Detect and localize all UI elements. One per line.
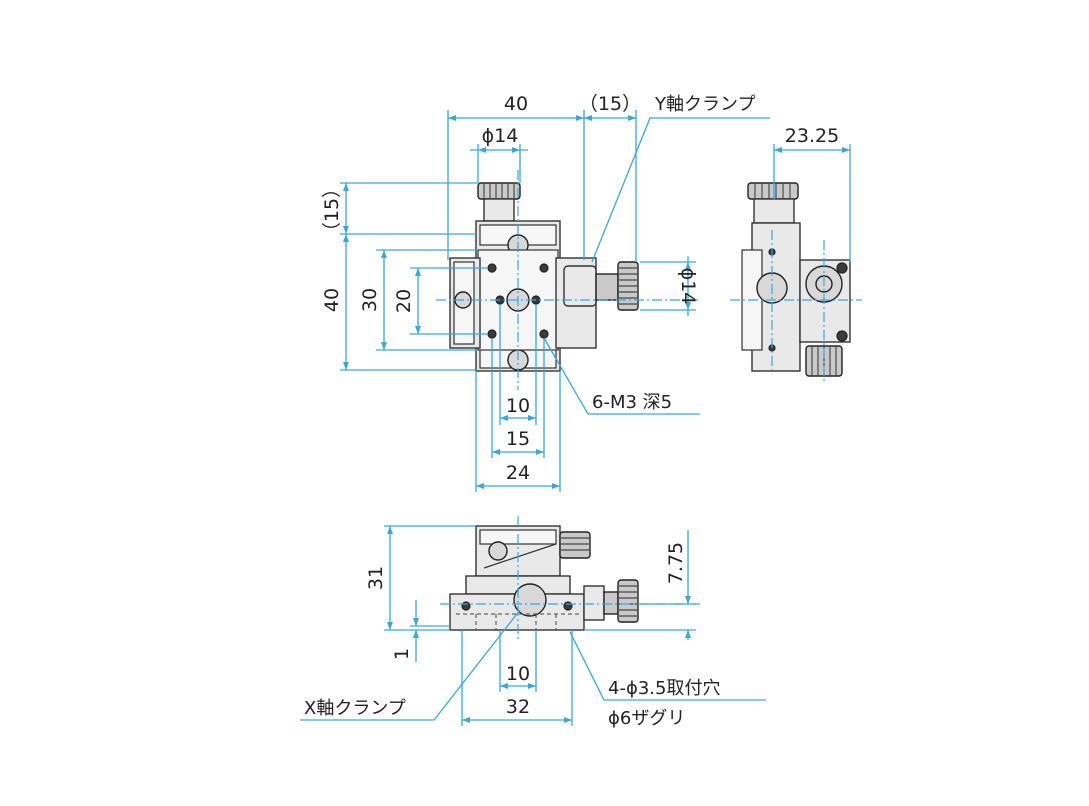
dim-23-25: 23.25 — [785, 125, 839, 147]
dim-40-left: 40 — [321, 288, 343, 312]
dim-32: 32 — [506, 696, 530, 718]
dim-31: 31 — [365, 566, 387, 590]
dim-1: 1 — [391, 648, 413, 660]
dim-15-top-view: 15 — [506, 428, 530, 450]
dim-24-top-view: 24 — [506, 462, 530, 484]
dim-15-paren-top: （15） — [579, 93, 641, 115]
dim-phi14-right: ϕ14 — [677, 268, 699, 305]
side-view: 23.25 — [730, 125, 862, 384]
dim-10-front: 10 — [506, 663, 530, 685]
dim-15-paren-left: （15） — [321, 179, 343, 241]
top-knob — [477, 182, 521, 222]
dim-30-left: 30 — [359, 288, 381, 312]
front-view: 31 1 7.75 10 32 X軸クランプ 4- — [300, 516, 766, 729]
label-y-clamp: Y軸クランプ — [654, 94, 755, 115]
label-6-m3: 6-M3 深5 — [592, 392, 672, 413]
label-mount-holes: 4-ϕ3.5取付穴 — [608, 678, 720, 699]
label-x-clamp: X軸クランプ — [304, 698, 406, 719]
dim-40-top: 40 — [504, 93, 528, 115]
dim-10-top-view: 10 — [506, 395, 530, 417]
dim-20-left: 20 — [393, 289, 415, 313]
front-x-knob — [513, 583, 547, 617]
top-view: 40 （15） Y軸クランプ ϕ14 （15） 40 — [321, 93, 770, 492]
dim-7-75: 7.75 — [665, 542, 687, 584]
y-clamp-knob — [563, 261, 639, 311]
label-counterbore: ϕ6ザグリ — [608, 708, 685, 729]
dim-phi14-top: ϕ14 — [482, 125, 519, 147]
